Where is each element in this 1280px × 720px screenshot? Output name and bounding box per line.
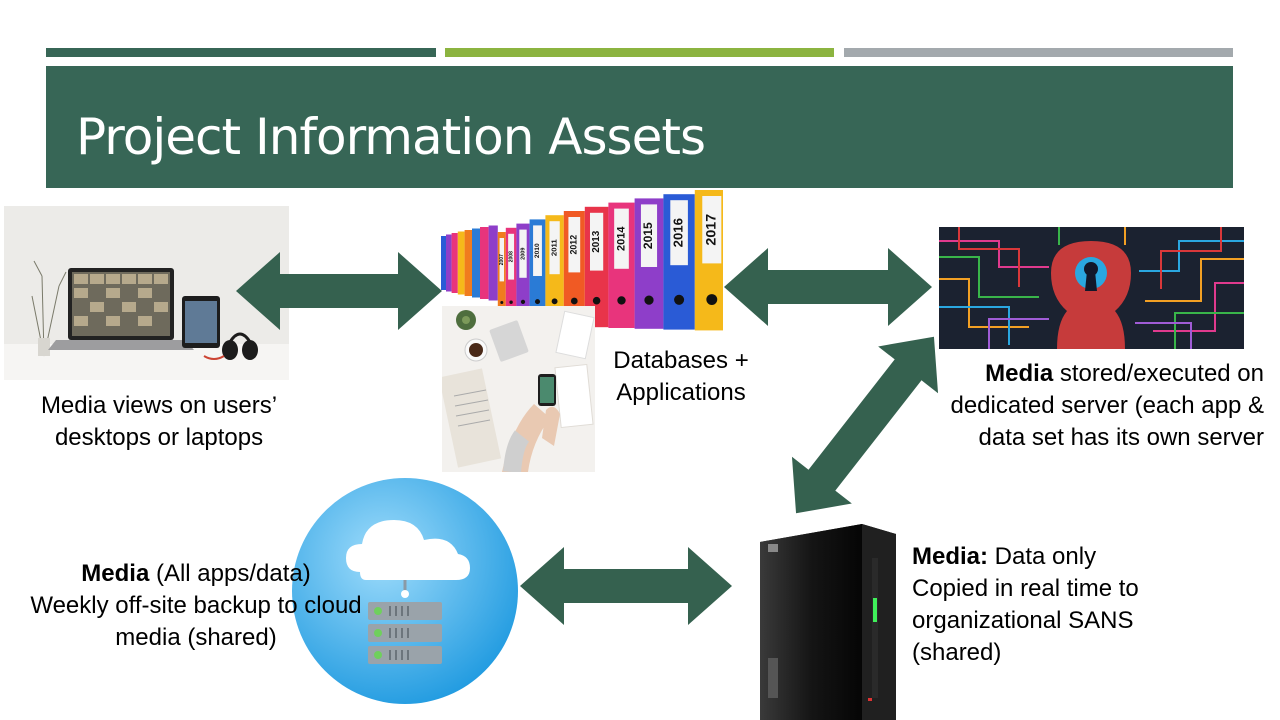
cloud-caption-line-1: Media (All apps/data) bbox=[4, 558, 388, 590]
binder-far bbox=[472, 228, 480, 298]
binder-2009: 2009 bbox=[516, 223, 530, 324]
san-caption: Media: Data only Copied in real time to … bbox=[912, 541, 1272, 669]
cloud-caption-line-2: Weekly off-site backup to cloud bbox=[30, 592, 362, 619]
san-caption-bold: Media: bbox=[912, 543, 989, 570]
arrow-laptop-database bbox=[236, 252, 442, 330]
binder-year-label: 2009 bbox=[520, 248, 526, 260]
san-caption-line-3: organizational SANS bbox=[912, 607, 1134, 634]
accent-bar-dark bbox=[46, 48, 436, 57]
binder-far bbox=[457, 231, 465, 295]
binder-far bbox=[488, 225, 498, 301]
cloud-caption: Media (All apps/data) Weekly off-site ba… bbox=[4, 558, 388, 654]
binder-far bbox=[441, 236, 446, 290]
binder-year-label: 2012 bbox=[569, 235, 579, 255]
server-caption-bold: Media bbox=[985, 360, 1054, 387]
binder-year-label: 2010 bbox=[534, 243, 541, 258]
binder-2016: 2016 bbox=[663, 194, 695, 330]
cloud-caption-line-3: media (shared) bbox=[115, 624, 277, 651]
laptop-caption-line-2: desktops or laptops bbox=[54, 424, 264, 451]
binder-year-label: 2013 bbox=[591, 230, 602, 253]
security-server-picture bbox=[939, 227, 1244, 349]
binder-year-label: 2014 bbox=[615, 226, 627, 251]
binder-2013: 2013 bbox=[584, 206, 609, 328]
binder-far bbox=[451, 233, 458, 293]
database-caption: Databases + Applications bbox=[598, 345, 764, 409]
san-tower-picture bbox=[750, 518, 900, 720]
laptop-caption-line-1: Media views on users’ bbox=[40, 392, 278, 419]
cloud-backup-picture bbox=[290, 476, 520, 706]
server-caption-line-1-rest: stored/executed on bbox=[1053, 360, 1264, 387]
binder-2014: 2014 bbox=[608, 202, 635, 328]
binder-2010: 2010 bbox=[529, 219, 546, 325]
binder-far bbox=[480, 227, 489, 299]
binder-2008: 2008 bbox=[505, 227, 517, 324]
laptop-caption: Media views on users’ desktops or laptop… bbox=[14, 390, 304, 454]
san-caption-line-4: (shared) bbox=[912, 639, 1002, 666]
san-caption-line-2: Copied in real time to bbox=[912, 575, 1139, 602]
binder-year-label: 2007 bbox=[499, 254, 505, 265]
accent-bar-green bbox=[445, 48, 834, 57]
server-caption-line-3: data set has its own server bbox=[978, 424, 1264, 451]
binder-2011: 2011 bbox=[545, 215, 564, 326]
binder-year-label: 2015 bbox=[641, 222, 655, 249]
arrow-server-san bbox=[791, 336, 939, 514]
binder-year-label: 2016 bbox=[671, 218, 686, 247]
slide-title: Project Information Assets bbox=[76, 108, 706, 166]
accent-bar-gray bbox=[844, 48, 1233, 57]
binder-year-label: 2008 bbox=[508, 251, 514, 262]
arrow-cloud-san bbox=[520, 547, 732, 625]
database-caption-line-1: Databases + bbox=[613, 347, 749, 374]
title-band: Project Information Assets bbox=[46, 66, 1233, 188]
binder-2012: 2012 bbox=[563, 211, 585, 327]
binder-2007: 2007 bbox=[497, 232, 506, 323]
binder-year-label: 2017 bbox=[704, 214, 720, 246]
cloud-caption-bold: Media bbox=[81, 560, 150, 587]
arrow-database-server bbox=[724, 248, 932, 326]
binder-2017: 2017 bbox=[694, 190, 723, 331]
server-caption-line-2: dedicated server (each app & bbox=[950, 392, 1264, 419]
binder-2015: 2015 bbox=[634, 198, 664, 329]
binder-far bbox=[446, 234, 452, 292]
binder-far bbox=[464, 230, 472, 296]
database-caption-line-2: Applications bbox=[616, 379, 746, 406]
server-caption-line-1: Media stored/executed on bbox=[880, 358, 1264, 390]
cloud-caption-line-1-rest: (All apps/data) bbox=[149, 560, 311, 587]
san-caption-line-1: Media: Data only bbox=[912, 541, 1272, 573]
san-caption-line-1-rest: Data only bbox=[988, 543, 1097, 570]
desk-phone-picture bbox=[442, 306, 595, 472]
server-caption: Media stored/executed on dedicated serve… bbox=[880, 358, 1264, 454]
binder-year-label: 2011 bbox=[550, 239, 559, 256]
